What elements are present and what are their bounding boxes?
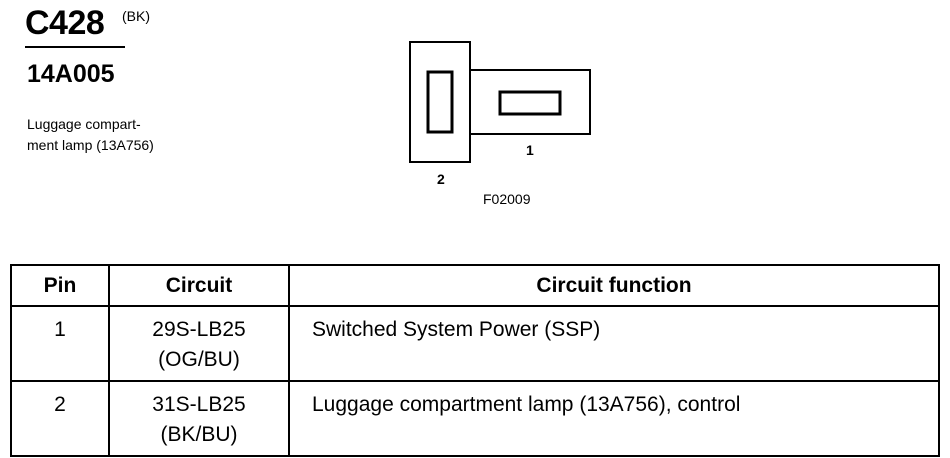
header-pin: Pin bbox=[10, 264, 110, 307]
part-number: 14A005 bbox=[27, 60, 115, 88]
table-row: 1 29S-LB25 (OG/BU) Switched System Power… bbox=[10, 305, 940, 382]
pin-number: 2 bbox=[10, 380, 110, 457]
table-header-row: Pin Circuit Circuit function bbox=[10, 264, 940, 307]
description-line: Luggage compart- bbox=[27, 116, 141, 132]
circuit-cell: 31S-LB25 (BK/BU) bbox=[108, 380, 290, 457]
circuit-function: Luggage compartment lamp (13A756), contr… bbox=[288, 380, 940, 457]
title-underline bbox=[25, 46, 125, 48]
circuit-wire-color: (BK/BU) bbox=[160, 423, 238, 446]
pin2-slot bbox=[426, 70, 454, 134]
circuit-function: Switched System Power (SSP) bbox=[288, 305, 940, 382]
pin-label-2: 2 bbox=[437, 171, 445, 186]
connector-color: (BK) bbox=[122, 8, 150, 24]
pinout-table: Pin Circuit Circuit function 1 29S-LB25 … bbox=[10, 264, 940, 457]
pin-label-1: 1 bbox=[526, 142, 534, 158]
circuit-code: 31S-LB25 bbox=[152, 393, 246, 416]
circuit-wire-color: (OG/BU) bbox=[158, 348, 240, 371]
pin1-slot bbox=[498, 90, 562, 116]
connector-description: Luggage compart- ment lamp (13A756) bbox=[27, 114, 207, 156]
table-row: 2 31S-LB25 (BK/BU) Luggage compartment l… bbox=[10, 380, 940, 457]
pin-number: 1 bbox=[10, 305, 110, 382]
connector-id: C428 bbox=[25, 4, 105, 42]
circuit-cell: 29S-LB25 (OG/BU) bbox=[108, 305, 290, 382]
description-line: ment lamp (13A756) bbox=[27, 137, 154, 153]
connector-diagram: 1 2 bbox=[409, 41, 591, 186]
header-circuit-function: Circuit function bbox=[288, 264, 940, 307]
circuit-code: 29S-LB25 bbox=[152, 318, 246, 341]
figure-reference: F02009 bbox=[483, 191, 531, 207]
header-circuit: Circuit bbox=[108, 264, 290, 307]
